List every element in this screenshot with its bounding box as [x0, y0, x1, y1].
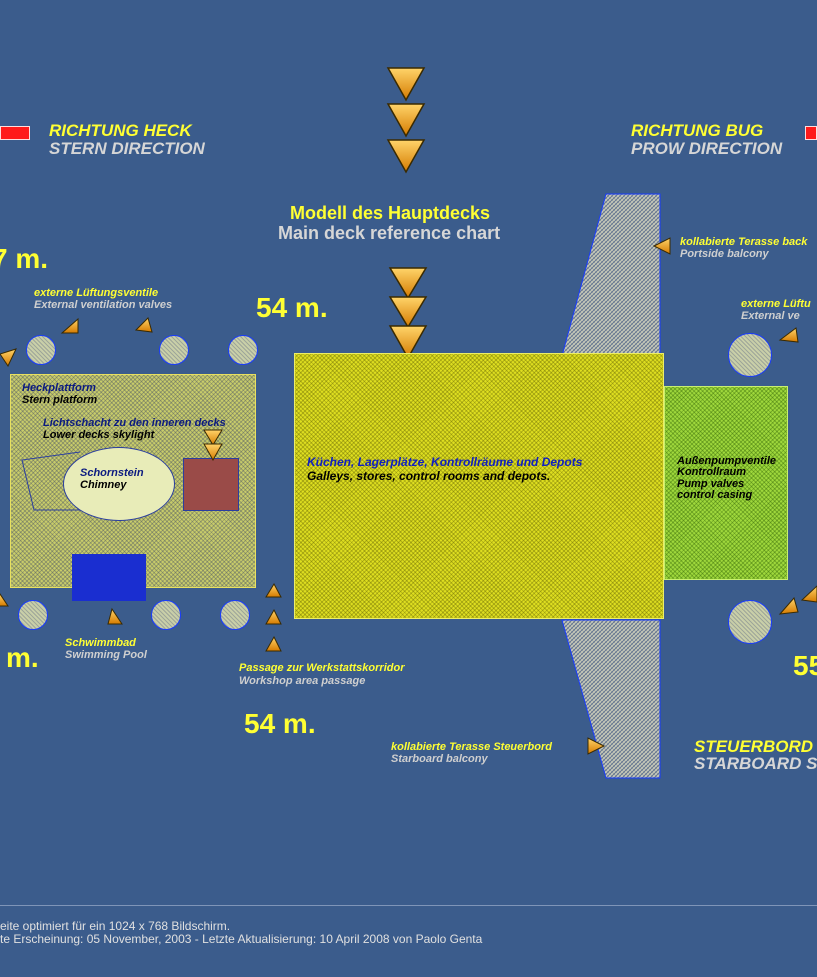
prow-direction-de: RICHTUNG BUG — [631, 121, 764, 140]
skylight-arrow-icon — [203, 429, 223, 462]
pointer-arrow-icon — [265, 608, 282, 625]
stern-platform-label-en: Stern platform — [22, 394, 98, 406]
vent-valve — [728, 600, 772, 644]
chimney-label-de: Schornstein — [80, 467, 144, 479]
measure-left-top: 7 m. — [0, 243, 49, 274]
galleys-label-de: Küchen, Lagerplätze, Kontrollräume und D… — [307, 455, 583, 469]
vent-valve — [151, 600, 181, 630]
balcony-port-label-en: Portside balcony — [680, 248, 769, 260]
footer-line-1: eite optimiert für ein 1024 x 768 Bildsc… — [0, 919, 231, 933]
starboard-balcony — [561, 619, 661, 779]
skylight-label-de: Lichtschacht zu den inneren decks — [43, 417, 226, 429]
vent-valve — [220, 600, 250, 630]
vent-valve — [228, 335, 258, 365]
stern-platform-label-de: Heckplattform — [22, 382, 96, 394]
pool-label-en: Swimming Pool — [65, 649, 147, 661]
pointer-arrow-icon — [134, 317, 153, 333]
chimney-outline — [21, 451, 81, 511]
pointer-arrow-icon — [587, 737, 606, 755]
prow-arrows-top — [386, 67, 426, 174]
footer-divider — [0, 905, 817, 906]
vent-right-label-de: externe Lüftu — [741, 298, 811, 310]
stern-direction-en: STERN DIRECTION — [49, 139, 205, 158]
skylight-label-en: Lower decks skylight — [43, 429, 155, 441]
stern-marker — [0, 126, 30, 140]
pointer-arrow-icon — [60, 317, 79, 334]
prow-arrows-middle — [388, 267, 428, 360]
pointer-arrow-icon — [800, 585, 817, 603]
vent-right-label-en: External ve — [741, 310, 800, 322]
pump-label-line4: control casing — [677, 489, 753, 501]
pump-control-box — [664, 386, 788, 580]
skylight-square — [183, 458, 239, 511]
vent-left-label-de: externe Lüftungsventile — [34, 287, 159, 299]
vent-valve — [728, 333, 772, 377]
balcony-port-label-de: kollabierte Terasse back — [680, 236, 808, 248]
pointer-arrow-icon — [778, 596, 799, 615]
balcony-star-label-de: kollabierte Terasse Steuerbord — [391, 741, 552, 753]
galleys-label-en: Galleys, stores, control rooms and depot… — [307, 469, 551, 483]
pointer-arrow-icon — [0, 348, 17, 368]
galleys-box — [294, 353, 664, 619]
prow-direction-en: PROW DIRECTION — [631, 139, 783, 158]
pointer-arrow-icon — [652, 237, 671, 255]
vent-left-label-en: External ventilation valves — [34, 299, 173, 311]
balcony-star-label-en: Starboard balcony — [391, 753, 488, 765]
pump-label-line1: Außenpumpventile — [677, 455, 777, 467]
starboard-direction-en: STARBOARD S — [694, 754, 817, 773]
footer-line-2: te Erscheinung: 05 November, 2003 - Letz… — [0, 932, 483, 946]
passage-label-en: Workshop area passage — [239, 675, 366, 687]
pointer-arrow-icon — [107, 607, 123, 625]
pump-label-line2: Kontrollraum — [677, 466, 747, 478]
measure-left-bottom: m. — [6, 642, 39, 673]
pointer-arrow-icon — [265, 582, 282, 598]
pointer-arrow-icon — [0, 593, 9, 607]
page-title-de: Modell des Hauptdecks — [290, 203, 491, 223]
measure-center-top: 54 m. — [256, 292, 328, 323]
starboard-direction-de: STEUERBORD — [694, 737, 814, 756]
measure-center-bottom: 54 m. — [244, 708, 316, 739]
stern-direction-de: RICHTUNG HECK — [49, 121, 192, 140]
chimney-label-en: Chimney — [80, 479, 127, 491]
pointer-arrow-icon — [778, 327, 799, 343]
measure-right-bottom: 55 — [793, 650, 817, 681]
chimney — [63, 447, 175, 521]
vent-valve — [18, 600, 48, 630]
swimming-pool — [72, 554, 146, 601]
pool-label-de: Schwimmbad — [65, 637, 136, 649]
vent-valve — [26, 335, 56, 365]
vent-valve — [159, 335, 189, 365]
passage-label-de: Passage zur Werkstattskorridor — [239, 662, 405, 674]
page-title-en: Main deck reference chart — [278, 223, 501, 243]
pump-label-line3: Pump valves — [677, 478, 745, 490]
pointer-arrow-icon — [265, 635, 282, 652]
